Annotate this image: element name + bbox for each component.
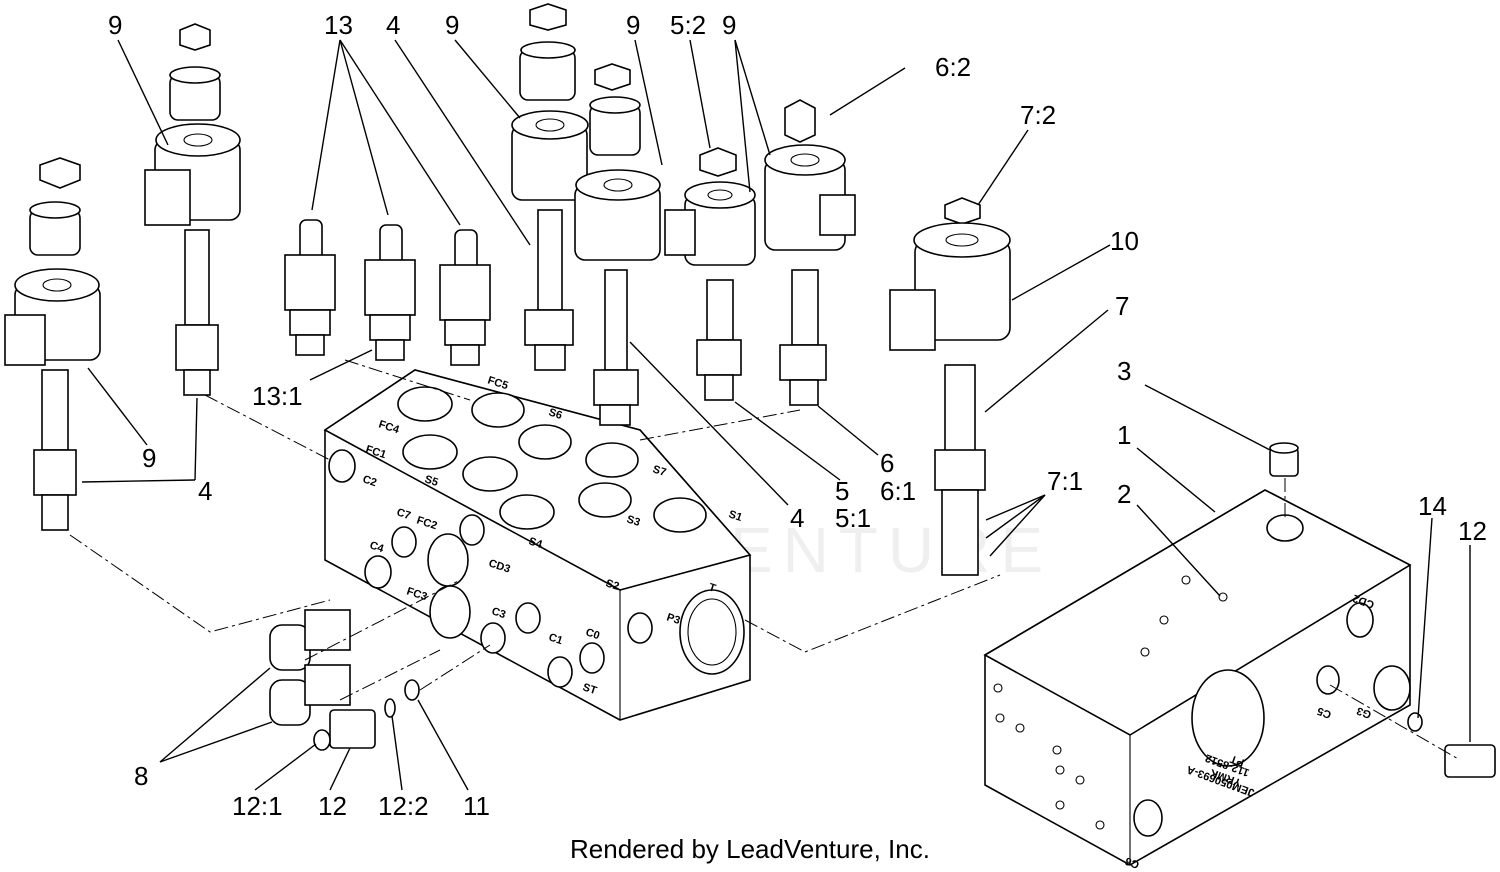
callout-labels: 9 13 4 9 9 5:2 9 6:2 7:2 10 7 3 1 2 14 1… <box>108 10 1487 821</box>
port-label: C2 <box>361 473 378 489</box>
port-label: C1 <box>547 631 564 647</box>
plug-3 <box>1269 442 1299 477</box>
port-label: G3 <box>1355 704 1373 720</box>
port-label: C6 <box>1124 854 1141 870</box>
port-label: T <box>707 581 717 595</box>
port-label: ST <box>581 681 598 697</box>
callout-label: 7:1 <box>1047 466 1083 496</box>
callout-label: 5:1 <box>835 503 871 533</box>
callout-label: 4 <box>198 476 212 506</box>
callout-label: 13 <box>324 10 353 40</box>
port-label: C4 <box>368 539 386 555</box>
render-credit: Rendered by LeadVenture, Inc. <box>570 834 930 864</box>
secondary-valve-block <box>983 489 1412 866</box>
callout-label: 12:1 <box>232 791 283 821</box>
callout-label: 6:2 <box>935 52 971 82</box>
callout-label: 12 <box>318 791 347 821</box>
leader-lines <box>81 39 1471 791</box>
port-label: S2 <box>604 577 621 593</box>
callout-label: 8 <box>134 761 148 791</box>
port-label: PT <box>1228 752 1246 768</box>
callout-label: 13:1 <box>252 381 303 411</box>
check-valves-8 <box>269 609 351 726</box>
callout-label: 3 <box>1117 356 1131 386</box>
fitting-12-right <box>1407 712 1496 778</box>
port-label: S7 <box>651 463 668 479</box>
port-label: S6 <box>547 406 564 422</box>
callout-label: 7:2 <box>1020 100 1056 130</box>
port-label: C7 <box>395 506 412 522</box>
callout-label: 9 <box>722 10 736 40</box>
port-label: S1 <box>727 508 744 524</box>
relief-cartridge-c <box>439 229 491 366</box>
callout-label: 4 <box>790 503 804 533</box>
solenoid-coil-4 <box>574 63 661 426</box>
port-label: C3 <box>490 605 507 621</box>
port-label: S5 <box>423 473 440 489</box>
solenoid-coil-3 <box>511 3 589 371</box>
callout-label: 9 <box>626 10 640 40</box>
solenoid-coil-5 <box>664 147 756 401</box>
callout-label: 6:1 <box>880 476 916 506</box>
callout-label: 5:2 <box>670 10 706 40</box>
solenoid-coil-left <box>4 157 101 531</box>
relief-cartridge-a <box>284 219 336 356</box>
callout-label: 9 <box>142 443 156 473</box>
port-label: P3 <box>665 611 682 627</box>
port-label: C0 <box>584 626 601 642</box>
main-block-port-labels: FC5 FC4 FC1 S6 S5 S7 C2 C7 FC2 S4 S3 S1 … <box>361 374 744 697</box>
callout-label: 7 <box>1115 291 1129 321</box>
fitting-12 <box>313 679 420 751</box>
callout-label: 6 <box>880 448 894 478</box>
callout-label: 11 <box>463 791 490 821</box>
callout-label: 1 <box>1117 420 1131 450</box>
callout-label: 2 <box>1117 479 1131 509</box>
callout-label: 10 <box>1110 226 1139 256</box>
solenoid-coil-6 <box>764 99 856 406</box>
solenoid-coil-10 <box>889 197 1011 576</box>
port-label: S4 <box>527 535 544 551</box>
callout-label: 14 <box>1418 491 1447 521</box>
solenoid-coil-2 <box>144 23 241 396</box>
relief-cartridge-b <box>364 224 416 361</box>
callout-label: 5 <box>835 476 849 506</box>
callout-label: 9 <box>445 10 459 40</box>
assembly-center-lines <box>69 359 1461 761</box>
callout-label: 12 <box>1458 516 1487 546</box>
callout-label: 9 <box>108 10 122 40</box>
callout-label: 4 <box>386 10 400 40</box>
port-label: C5 <box>1316 704 1333 720</box>
callout-label: 12:2 <box>378 791 429 821</box>
main-valve-block <box>323 369 752 721</box>
port-label: S3 <box>625 513 642 529</box>
